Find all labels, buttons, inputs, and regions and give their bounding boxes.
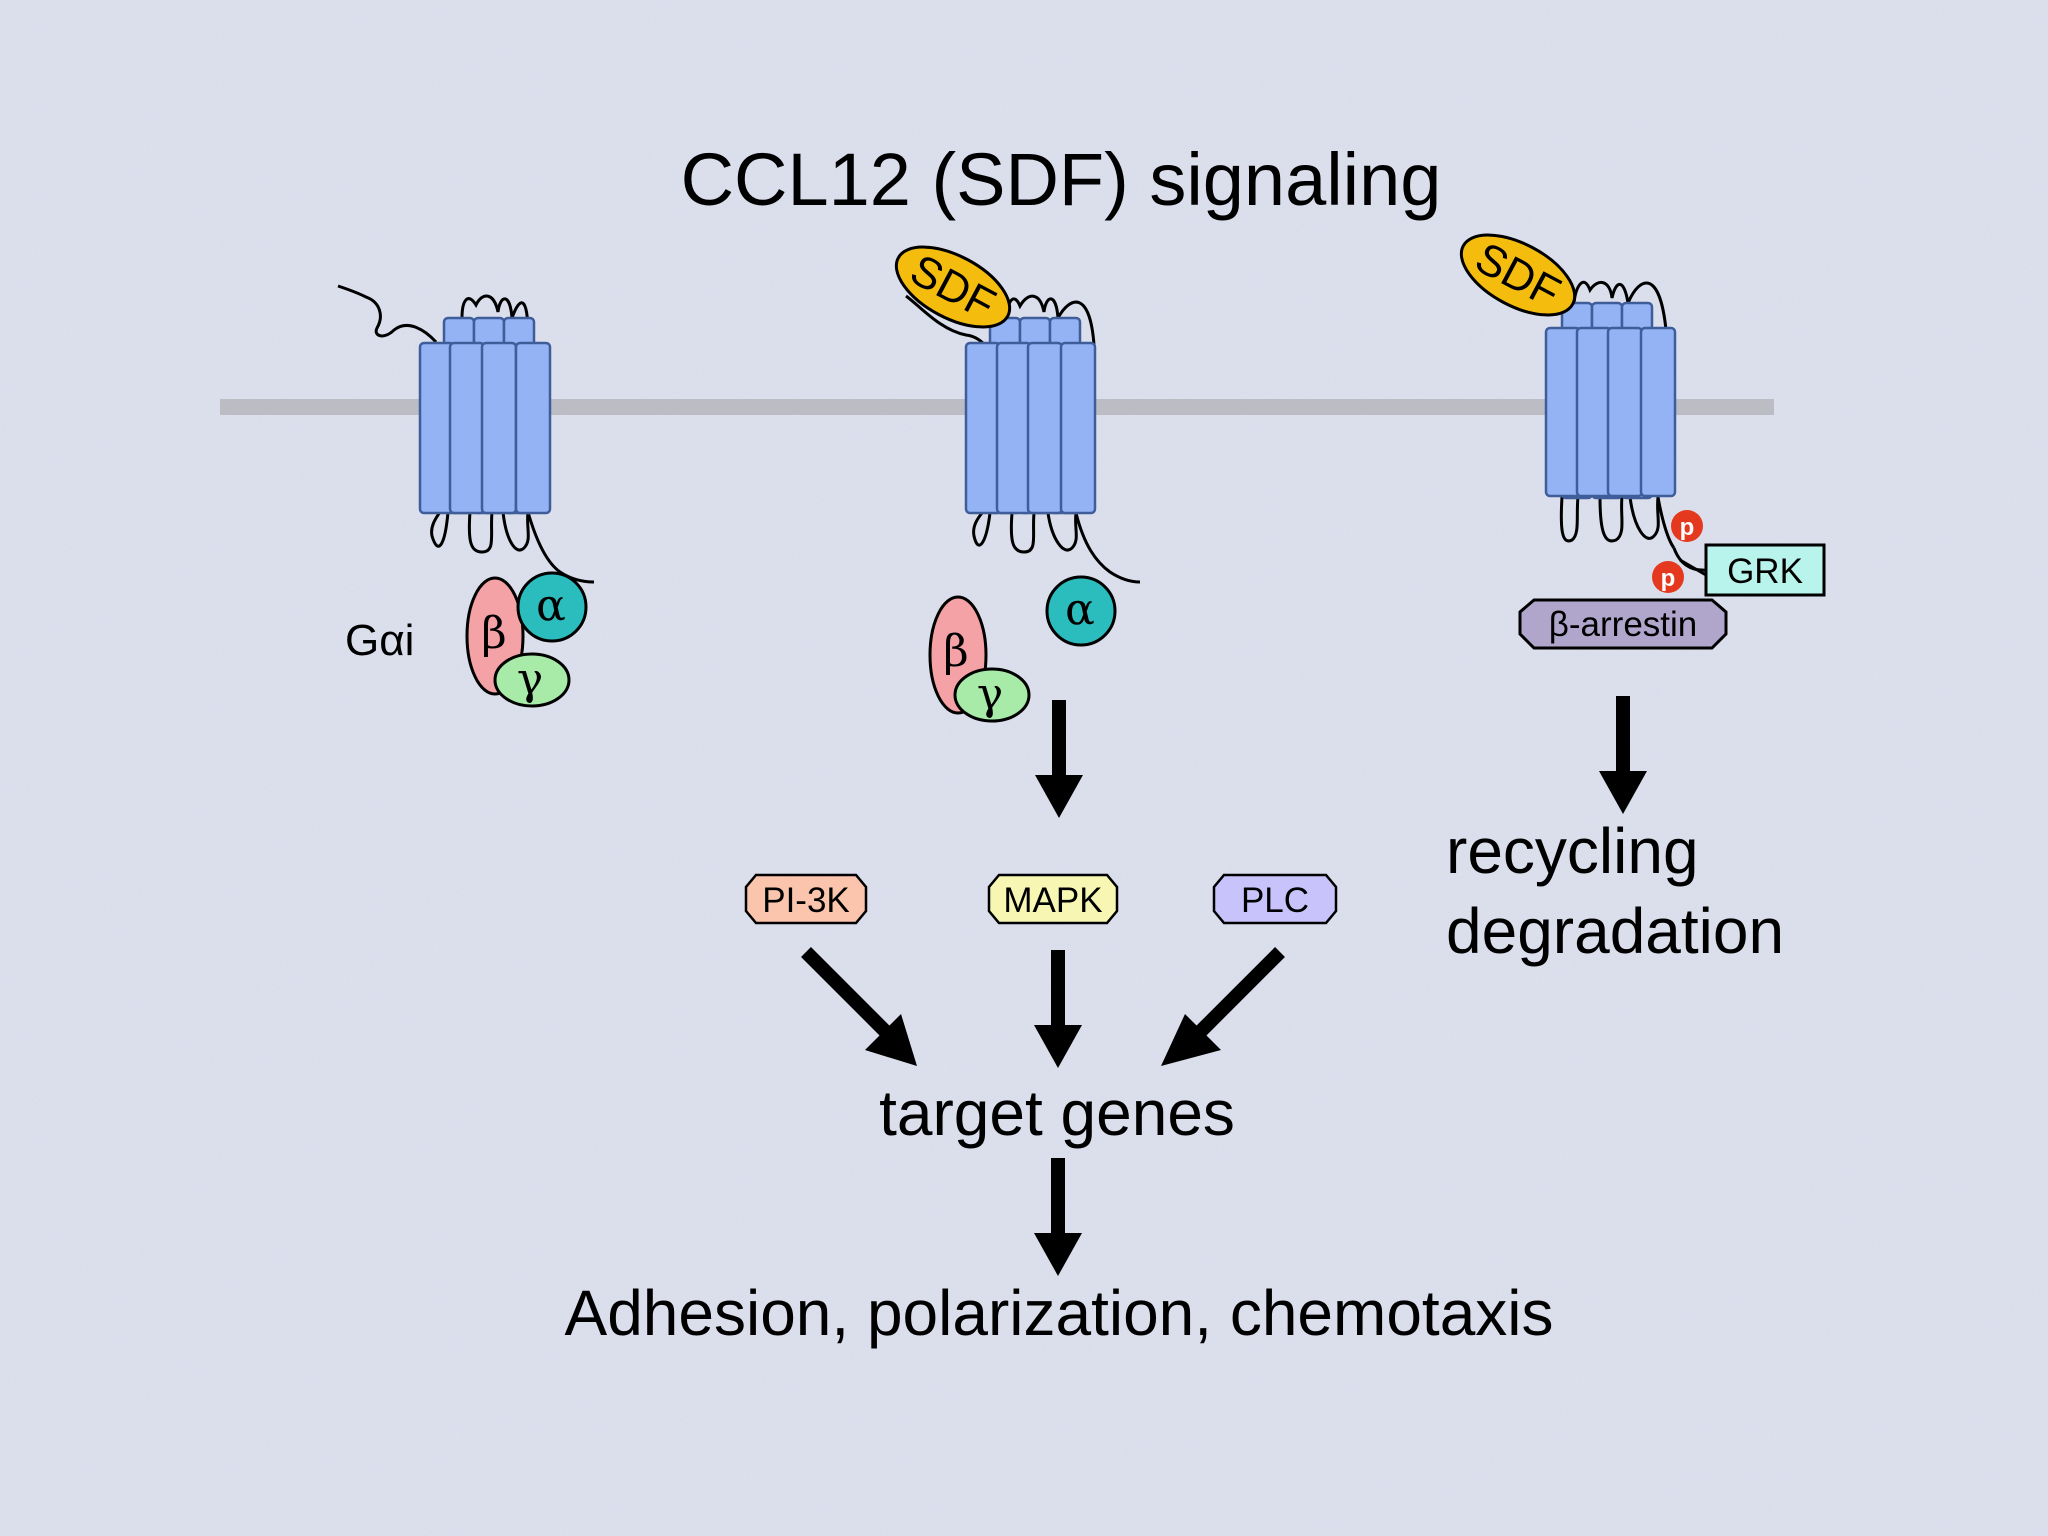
phosphate-label: p [1680,514,1695,541]
effector-pi3k: PI-3K [744,873,868,925]
plc-label: PLC [1241,881,1309,920]
arrestin-shape [1518,598,1728,650]
n-terminus-tail [337,284,438,344]
tm-helix [514,341,552,515]
arrow-diagonal-left [1161,947,1285,1066]
arrestin-label: β-arrestin [1549,605,1698,644]
tm-helix [448,341,486,515]
g-alpha-label: α [1065,584,1095,635]
arrow-down [1034,1158,1082,1276]
arrows [801,696,1647,1276]
tm-helix [1639,326,1677,498]
intracellular-loops [430,511,595,584]
arrow-diagonal-right [801,947,917,1066]
tm-helix [1026,341,1064,515]
arrow-down [1035,700,1083,818]
arrow-down [1599,696,1647,814]
phosphate-group: p [1652,561,1684,593]
phosphate-group: p [1671,510,1703,542]
receptor-inactive [337,284,595,584]
outcome-label: Adhesion, polarization, chemotaxis [565,1277,1554,1349]
g-protein-heterotrimer: Gαi β α γ [345,571,588,708]
grk-connector [1679,558,1707,577]
tm-helix [995,341,1033,515]
tm-helix [1059,341,1097,515]
g-beta-label: β [481,608,506,659]
grk-box [1704,543,1826,597]
extracellular-loops [460,294,530,336]
intracellular-loops [1559,496,1676,549]
g-protein-dissociated: β γ α [928,575,1117,723]
mapk-label: MAPK [1003,881,1102,920]
grk-label: GRK [1727,552,1803,591]
g-beta-label: β [943,626,968,677]
effector-plc: PLC [1212,873,1338,925]
tm-helix [1544,326,1582,498]
page-title: CCL12 (SDF) signaling [681,138,1442,221]
fate-degradation-label: degradation [1446,895,1784,967]
g-gamma-subunit [953,667,1031,723]
g-gamma-label: γ [977,669,1003,720]
tm-helix [1575,326,1613,498]
tm-helix [480,341,518,515]
beta-arrestin: β-arrestin [1518,598,1728,650]
arrow-down [1034,950,1082,1068]
tm-helix [1606,326,1644,498]
g-gamma-label: γ [517,654,543,705]
fate-recycling-label: recycling [1446,815,1699,887]
g-alpha-label: α [536,580,566,631]
tm-helix [964,341,1002,515]
pi3k-label: PI-3K [762,881,850,920]
effector-mapk: MAPK [987,873,1119,925]
g-alpha-i-label: Gαi [345,616,414,665]
intracellular-loops [972,512,1141,584]
phosphate-label: p [1661,565,1676,592]
extracellular-loops [1004,294,1096,346]
g-alpha-subunit [1045,575,1117,647]
receptor-activated: SDF [894,245,1141,584]
g-alpha-subunit [516,571,588,643]
target-genes-label: target genes [879,1077,1235,1149]
g-gamma-subunit [493,652,571,708]
grk-kinase: GRK [1704,543,1826,597]
extracellular-loops [1572,280,1668,331]
receptor-desensitized: SDF [1459,233,1721,577]
